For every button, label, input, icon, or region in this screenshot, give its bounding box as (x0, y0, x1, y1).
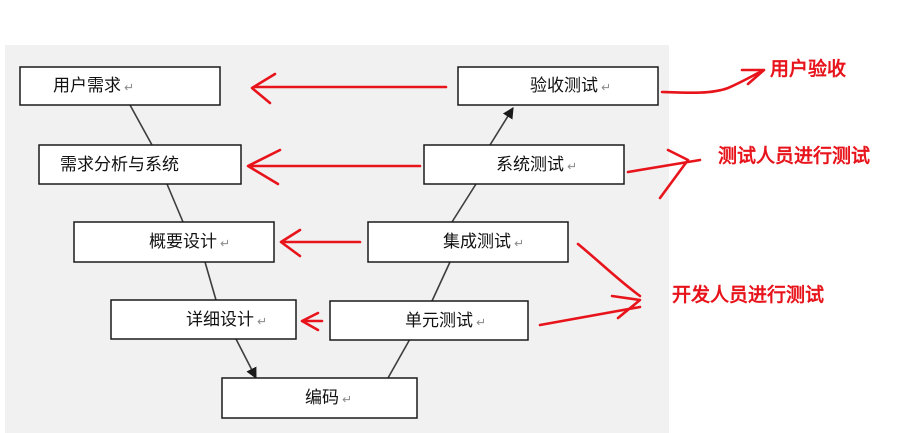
red-arrow-acceptance-to-user-req (250, 72, 448, 105)
node-coding: 编码 ↵ (221, 377, 418, 419)
red-annotation-arrows (538, 68, 766, 327)
line-unit-to-integration (431, 261, 451, 302)
return-mark: ↵ (124, 81, 134, 95)
return-mark: ↵ (476, 316, 486, 330)
node-user-requirements-label: 用户需求 (53, 76, 121, 96)
node-detailed-design: 详细设计 ↵ (110, 299, 297, 340)
node-unit-test-label: 单元测试 (405, 311, 473, 331)
node-coding-label: 编码 (305, 388, 339, 408)
line-outline-to-detailed (204, 261, 217, 301)
line-integration-to-system (451, 183, 477, 223)
line-req-analysis-to-outline (166, 183, 184, 223)
node-user-requirements: 用户需求 ↵ (19, 66, 221, 106)
arrow-system-to-acceptance (489, 107, 514, 146)
return-mark: ↵ (257, 315, 267, 329)
line-coding-to-unit (387, 338, 411, 379)
return-mark: ↵ (514, 237, 524, 251)
red-arrow-to-user-acceptance (660, 68, 766, 95)
node-detailed-design-label: 详细设计 (186, 310, 254, 330)
return-mark: ↵ (567, 160, 577, 174)
node-requirements-system-label: 需求分析与系统 (60, 155, 179, 175)
annotation-user-acceptance: 用户验收 (770, 57, 846, 80)
node-integration-test-label: 集成测试 (443, 232, 511, 252)
node-requirements-system: 需求分析与系统 (38, 144, 242, 185)
node-system-test-label: 系统测试 (496, 155, 564, 175)
red-arrow-to-tester-testing (626, 148, 702, 200)
red-arrow-system-to-req-analysis (246, 148, 422, 186)
node-unit-test: 单元测试 ↵ (329, 300, 529, 341)
annotation-tester-testing: 测试人员进行测试 (718, 144, 870, 167)
return-mark: ↵ (342, 393, 352, 407)
red-correspondence-arrows (246, 72, 448, 332)
node-acceptance-test-label: 验收测试 (530, 76, 598, 96)
node-system-test: 系统测试 ↵ (423, 144, 625, 185)
line-user-req-to-req-analysis (129, 104, 153, 146)
red-arrow-integration-to-outline (279, 228, 362, 258)
return-mark: ↵ (220, 237, 230, 251)
node-acceptance-test: 验收测试 ↵ (457, 66, 659, 106)
v-lines (129, 104, 514, 379)
return-mark: ↵ (601, 81, 611, 95)
node-outline-design: 概要设计 ↵ (73, 221, 275, 263)
node-integration-test: 集成测试 ↵ (367, 221, 569, 263)
node-outline-design-label: 概要设计 (149, 232, 217, 252)
red-arrow-unit-to-detailed (300, 311, 324, 332)
arrow-detailed-to-coding (235, 338, 257, 379)
red-arrow-to-developer-testing (538, 242, 642, 327)
annotation-developer-testing: 开发人员进行测试 (672, 283, 824, 306)
